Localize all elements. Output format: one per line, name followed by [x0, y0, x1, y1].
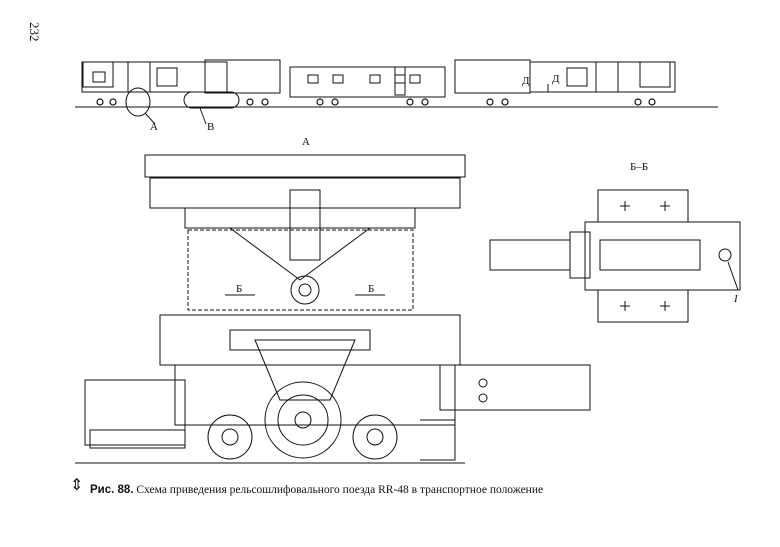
caption-text: Схема приведения рельсошлифовального пое…: [136, 484, 544, 496]
mark-d1: Д: [522, 75, 530, 87]
callout-a: А: [150, 121, 158, 133]
train-overview: А В Д Д: [75, 59, 718, 133]
mark-d2: Д: [552, 73, 560, 85]
detail-view-a: А Б Б: [75, 136, 591, 464]
view-a-label: А: [302, 136, 310, 148]
figure-label: Рис. 88.: [90, 484, 134, 496]
section-b-b: Б–Б I: [489, 161, 741, 323]
callout-b: В: [207, 121, 214, 133]
section-b-left: Б: [236, 283, 242, 295]
section-title: Б–Б: [630, 161, 648, 173]
section-b-right: Б: [368, 283, 374, 295]
item-1-label: I: [733, 293, 739, 305]
figure-caption: Рис. 88. Схема приведения рельсошлифовал…: [90, 484, 543, 496]
double-arrow-vertical-icon: ⇕: [70, 477, 84, 494]
